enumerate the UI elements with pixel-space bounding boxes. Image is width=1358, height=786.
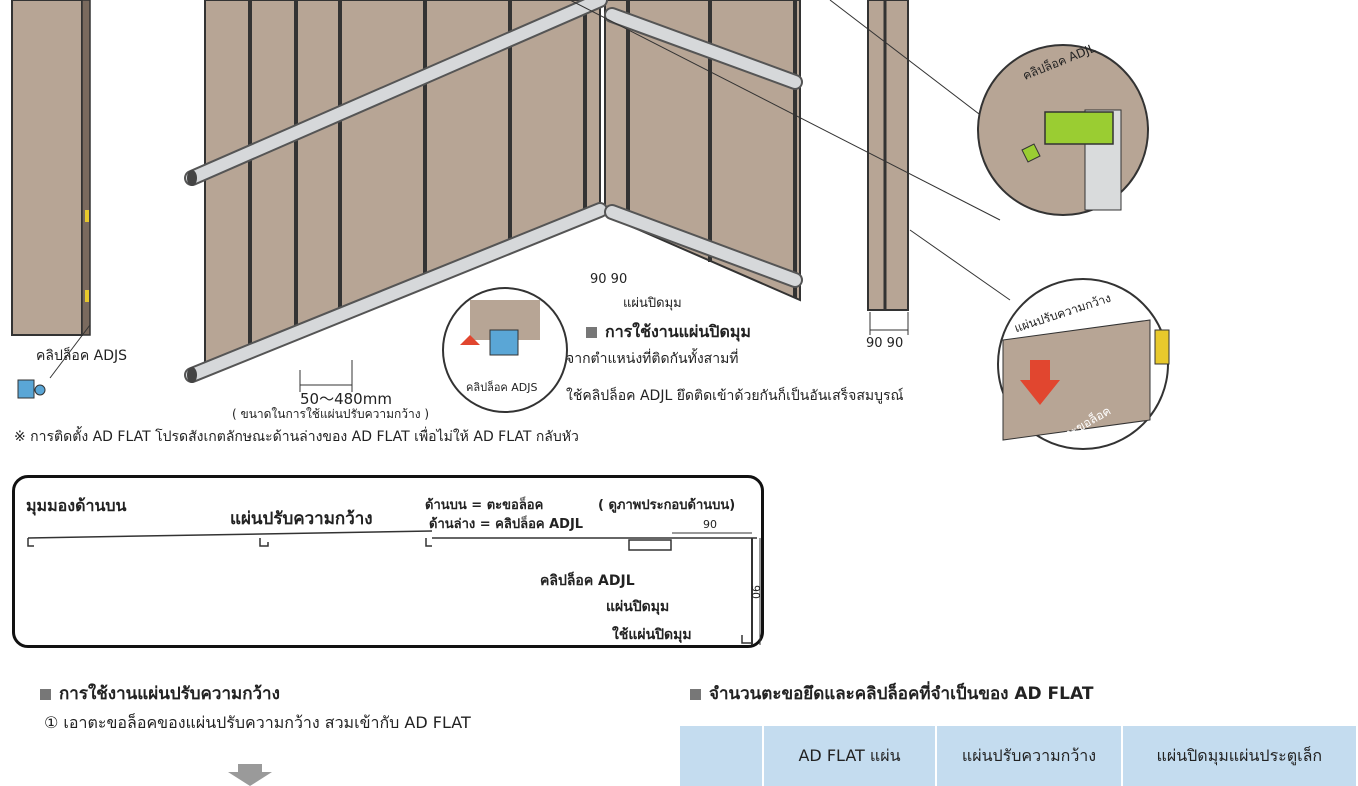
detail-circle-width-adjuster: [997, 278, 1170, 450]
corner-usage-heading: การใช้งานแผ่นปิดมุม: [586, 320, 751, 345]
width-section-step1: ① เอาตะขอล็อคของแผ่นปรับความกว้าง สวมเข้…: [44, 713, 471, 732]
pipes-left: [184, 0, 608, 383]
install-note: ※ การติดตั้ง AD FLAT โปรดสังเกตลักษณะด้า…: [14, 429, 579, 445]
right-standalone-panel: [867, 0, 909, 335]
corner-usage-line2: ใช้คลิปล็อค ADJL ยึดติดเข้าด้วยกันก็เป็น…: [566, 388, 904, 404]
top-view-dim-90-h: 90: [703, 518, 717, 531]
label-corner-panel: แผ่นปิดมุม: [623, 296, 682, 311]
top-view-see-drawing: ( ดูภาพประกอบด้านบน): [598, 498, 736, 513]
quantity-section-heading: จำนวนตะขอยึดและคลิปล็อคที่จำเป็นของ AD F…: [690, 680, 1093, 707]
left-wall-panels: [204, 0, 601, 372]
dim-corner-right: 90 90: [866, 336, 904, 351]
top-view-title: มุมมองด้านบน: [26, 496, 127, 515]
corner-usage-line1: จากตำแหน่งที่ติดกันทั้งสามที่: [566, 351, 739, 367]
quantity-table-wrap: AD FLAT แผ่น แผ่นปรับความกว้าง แผ่นปิดมุ…: [680, 726, 1358, 786]
top-view-drawing: [27, 530, 761, 645]
top-view-dim-90-v: 90: [749, 585, 762, 599]
top-view-label-corner: แผ่นปิดมุม: [606, 599, 670, 615]
down-arrow-icon: [228, 764, 272, 786]
table-header-row: AD FLAT แผ่น แผ่นปรับความกว้าง แผ่นปิดมุ…: [680, 726, 1358, 786]
table-header-cell: แผ่นปิดมุมแผ่นประตูเล็ก: [1121, 726, 1358, 786]
top-view-width-adj: แผ่นปรับความกว้าง: [230, 509, 373, 529]
quantity-table: AD FLAT แผ่น แผ่นปรับความกว้าง แผ่นปิดมุ…: [680, 726, 1358, 786]
inset-adjs-label: คลิปล็อค ADJS: [466, 381, 538, 394]
table-header-cell: AD FLAT แผ่น: [762, 726, 938, 786]
table-header-cell: [680, 726, 764, 786]
width-section-heading: การใช้งานแผ่นปรับความกว้าง: [40, 680, 280, 707]
label-adjs-left: คลิปล็อค ADJS: [36, 348, 128, 364]
top-view-legend-bottom: ด้านล่าง = คลิปล็อค ADJL: [429, 517, 584, 532]
top-view-legend-top: ด้านบน = ตะขอล็อค: [425, 498, 544, 513]
dim-width-range: 50～480mm: [300, 390, 392, 408]
top-view-box: [12, 475, 764, 648]
top-view-label-use-corner: ใช้แผ่นปิดมุม: [612, 627, 692, 643]
adjs-small-icon: [17, 379, 46, 399]
left-single-panel: [11, 0, 91, 336]
top-view-label-adjl: คลิปล็อค ADJL: [540, 573, 635, 589]
table-header-cell: แผ่นปรับความกว้าง: [936, 726, 1123, 786]
detail-circle-adjl: [977, 44, 1149, 216]
dim-corner-left: 90 90: [590, 272, 628, 287]
inset-circle-adjs: [442, 287, 568, 413]
pipes-right: [604, 7, 803, 288]
formwork-illustration: [11, 0, 1170, 450]
dim-width-note: ( ขนาดในการใช้แผ่นปรับความกว้าง ): [232, 407, 430, 421]
